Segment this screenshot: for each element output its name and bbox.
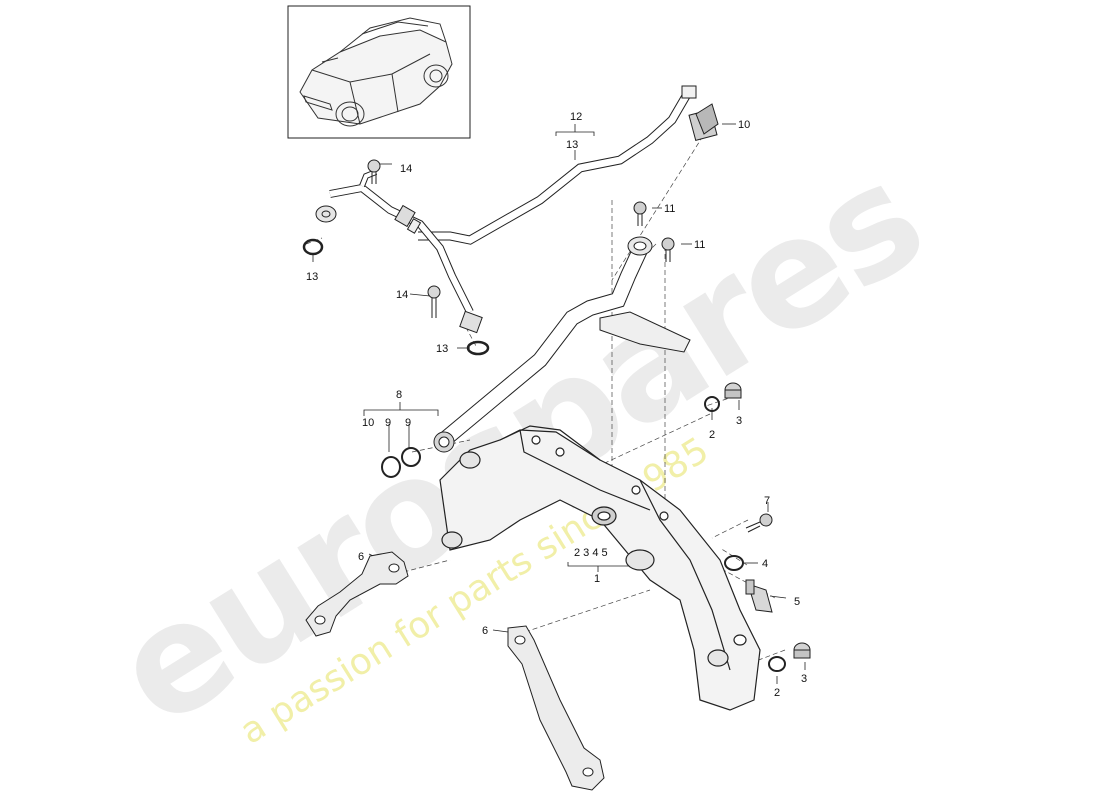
plug-3-lower (793, 642, 811, 659)
callout-5: 5 (794, 596, 800, 608)
callout-12: 12 (570, 111, 582, 123)
callout-14-upper: 14 (400, 163, 412, 175)
bolt-7 (745, 513, 773, 533)
vehicle-thumbnail (287, 5, 471, 139)
gasket-6-left (305, 551, 409, 637)
callout-14-lower: 14 (396, 289, 408, 301)
callout-11-lower: 11 (694, 239, 705, 251)
callout-3-upper: 3 (736, 415, 742, 427)
seal-2-lower (768, 656, 786, 672)
seal-4 (724, 555, 744, 571)
bracket-8 (363, 402, 439, 416)
callout-group-1-members: 2 3 4 5 (574, 547, 608, 559)
callout-13-lower: 13 (436, 343, 448, 355)
callout-2-upper: 2 (709, 429, 715, 441)
coolant-pipe-upper (315, 85, 719, 334)
callout-10-ring: 10 (362, 417, 374, 429)
bolt-11-lower (661, 237, 675, 262)
callout-6-lower: 6 (482, 625, 488, 637)
seal-2-upper (704, 396, 720, 412)
callout-13-left: 13 (306, 271, 318, 283)
callout-3-lower: 3 (801, 673, 807, 685)
leader-lines (312, 123, 806, 684)
o-ring-10 (381, 456, 401, 478)
o-ring-13-left (302, 238, 324, 256)
callout-1: 1 (594, 573, 600, 585)
bolt-11-upper (633, 201, 647, 226)
bolt-14-upper (367, 159, 381, 184)
o-ring-9-inner (401, 447, 421, 467)
coolant-pipe-long (433, 236, 691, 453)
callout-6-left: 6 (358, 551, 364, 563)
gasket-6-lower (507, 625, 605, 791)
plug-3-upper (724, 382, 742, 399)
coolant-manifold-housing (439, 425, 761, 711)
bolt-14-lower (427, 285, 441, 318)
callout-2-lower: 2 (774, 687, 780, 699)
callout-7: 7 (764, 495, 770, 507)
o-ring-13-lower (466, 340, 490, 356)
callout-4: 4 (762, 558, 768, 570)
callout-8: 8 (396, 389, 402, 401)
union-fitting-5 (745, 579, 773, 613)
callout-13-pipe: 13 (566, 139, 578, 151)
suv-vehicle-icon (299, 17, 453, 127)
callout-10-sensor: 10 (738, 119, 750, 131)
callout-9-left: 9 (385, 417, 391, 429)
bracket-1 (567, 562, 631, 572)
callout-9-right: 9 (405, 417, 411, 429)
callout-11-upper: 11 (664, 203, 675, 215)
bracket-12 (555, 124, 595, 136)
callout-labels: 12 13 10 14 13 11 11 14 13 8 10 9 9 2 3 … (306, 111, 807, 699)
